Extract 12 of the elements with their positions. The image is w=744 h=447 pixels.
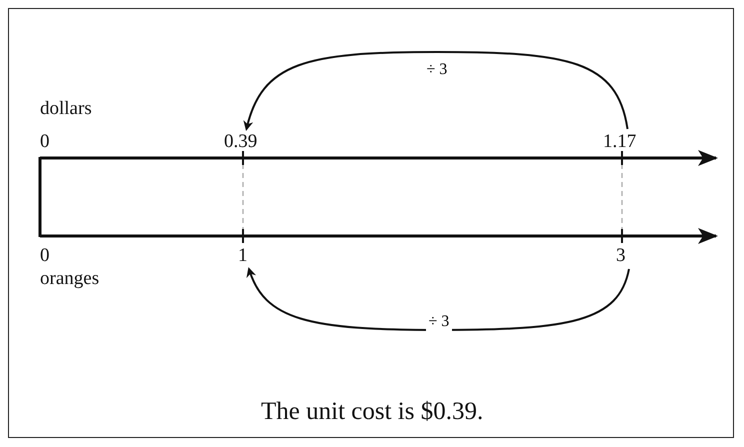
axis-label: dollars xyxy=(40,99,92,119)
curved-arrow xyxy=(244,51,628,131)
tick-label: 0 xyxy=(40,132,50,152)
tick-label: 1 xyxy=(238,246,248,266)
tick-label: 0 xyxy=(40,246,50,266)
caption: The unit cost is $0.39. xyxy=(261,398,484,426)
axis-label: oranges xyxy=(40,269,100,289)
tick-label: 3 xyxy=(616,246,626,266)
tick-label: 0.39 xyxy=(224,132,258,152)
edge-label: ÷ 3 xyxy=(426,313,452,331)
tick-label: 1.17 xyxy=(603,132,636,152)
curved-arrow xyxy=(247,267,630,331)
